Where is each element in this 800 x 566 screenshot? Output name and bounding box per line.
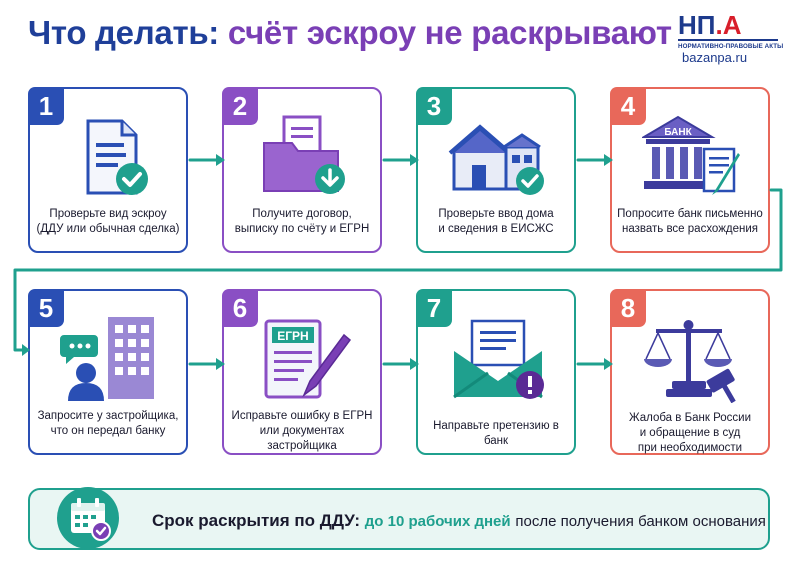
scales-gavel-icon <box>644 320 736 403</box>
document-check-icon <box>86 119 148 195</box>
arrowhead-icon <box>410 154 419 166</box>
step-number: 2 <box>222 87 258 125</box>
step-number: 6 <box>222 289 258 327</box>
step-card-6: 6 ЕГРН Исправьте ошибку в ЕГРН или докум… <box>222 289 382 455</box>
arrowhead-icon <box>410 358 419 370</box>
npa-logo: Н П . А НОРМАТИВНО-ПРАВОВЫЕ АКТЫ <box>678 10 784 50</box>
house-check-icon <box>448 124 544 195</box>
deadline-text: Срок раскрытия по ДДУ: до 10 рабочих дне… <box>152 511 766 531</box>
logo-letter-1: Н <box>678 10 697 40</box>
step-number: 4 <box>610 87 646 125</box>
step-card-7: 7 Направьте претензию в банк <box>416 289 576 455</box>
developer-chat-icon <box>60 317 154 401</box>
step-description: Направьте претензию в банк <box>433 420 559 447</box>
arrowhead-icon <box>22 344 30 356</box>
step-description: Запросите у застройщика, что он передал … <box>37 410 179 437</box>
logo-subtitle: НОРМАТИВНО-ПРАВОВЫЕ АКТЫ <box>678 39 783 50</box>
title-part-2: счёт эскроу не раскрывают <box>227 14 672 51</box>
step-description: Проверьте ввод дома и сведения в ЕИСЖС <box>438 208 554 235</box>
logo-letter-2: П <box>696 10 716 40</box>
deadline-rest: после получения банком основания <box>515 513 766 530</box>
calendar-check-icon <box>57 487 119 549</box>
bank-label: БАНК <box>664 127 692 138</box>
arrowhead-icon <box>604 358 613 370</box>
step-card-4: 4 БАНК Попросите банк письменно назвать … <box>610 87 770 253</box>
bank-document-icon: БАНК <box>642 115 740 195</box>
arrowhead-icon <box>216 358 225 370</box>
step-number: 3 <box>416 87 452 125</box>
step-description: Исправьте ошибку в ЕГРН или документах з… <box>231 410 373 452</box>
title-part-1: Что делать: <box>28 14 219 51</box>
step-description: Проверьте вид эскроу (ДДУ или обычная сд… <box>36 208 180 235</box>
envelope-alert-icon <box>453 319 544 399</box>
egrn-label: ЕГРН <box>277 329 308 343</box>
step-number: 8 <box>610 289 646 327</box>
deadline-label: Срок раскрытия по ДДУ: <box>152 511 361 530</box>
step-card-2: 2 Получите договор, выписку по счёту и Е… <box>222 87 382 253</box>
step-card-3: 3 Проверьте ввод дома и сведения в ЕИСЖС <box>416 87 576 253</box>
folder-download-icon <box>263 115 345 194</box>
step-number: 1 <box>28 87 64 125</box>
logo-url[interactable]: bazanpa.ru <box>682 50 748 65</box>
step-number: 7 <box>416 289 452 327</box>
deadline-highlight: до 10 рабочих дней <box>364 513 511 530</box>
step-description: Попросите банк письменно назвать все рас… <box>617 208 763 235</box>
connector-4-5 <box>13 188 783 352</box>
step-number: 5 <box>28 289 64 327</box>
step-card-8: 8 Жалоба в Банк России и обращение в суд… <box>610 289 770 455</box>
step-card-1: 1 Проверьте вид эскроу (ДДУ или обычная … <box>28 87 188 253</box>
logo-letter-3: А <box>722 10 742 40</box>
step-description: Жалоба в Банк России и обращение в суд п… <box>628 412 752 454</box>
arrowhead-icon <box>216 154 225 166</box>
page-title: Что делать: счёт эскроу не раскрывают <box>28 14 672 52</box>
deadline-banner: Срок раскрытия по ДДУ: до 10 рабочих дне… <box>28 487 770 550</box>
egrn-edit-icon: ЕГРН <box>264 319 352 399</box>
arrowhead-icon <box>604 154 613 166</box>
step-description: Получите договор, выписку по счёту и ЕГР… <box>234 208 370 235</box>
step-card-5: 5 Запросите у застройщика, что он переда… <box>28 289 188 455</box>
